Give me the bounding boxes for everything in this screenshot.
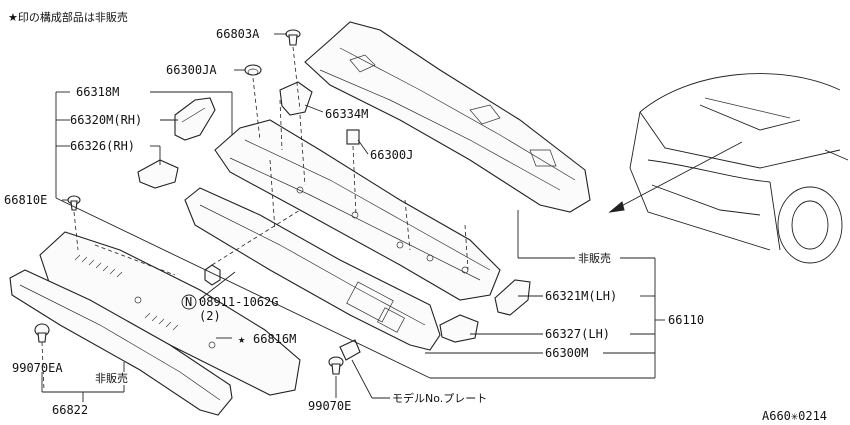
- clip-99070ea: [34, 323, 50, 343]
- bracket-334m: [279, 81, 313, 116]
- label-66816m: 66816M: [253, 332, 296, 346]
- label-66326-rh: 66326(RH): [70, 139, 135, 153]
- label-66822: 66822: [52, 403, 88, 417]
- label-66320m-rh: 66320M(RH): [70, 113, 142, 127]
- label-model-plate: モデルNo.プレート: [392, 391, 487, 405]
- label-66810e: 66810E: [4, 193, 47, 207]
- model-plate-shape: [339, 339, 361, 361]
- bracket-rh-lower: [137, 159, 179, 189]
- leader-lines: [41, 33, 665, 402]
- clip-66300j: [346, 129, 360, 145]
- cowl-seal-strip: [9, 269, 233, 416]
- bracket-lh: [494, 279, 531, 316]
- cowl-middle-panel: [214, 119, 501, 301]
- label-66300j: 66300J: [370, 148, 413, 162]
- label-not-sold-left: 非販売: [95, 372, 128, 385]
- clip-99070e: [328, 356, 344, 375]
- label-66321m-lh: 66321M(LH): [545, 289, 617, 303]
- label-99070ea: 99070EA: [12, 361, 63, 375]
- cowl-top-upper-part: [304, 21, 591, 213]
- label-66318m: 66318M: [76, 85, 119, 99]
- label-not-sold-right: 非販売: [578, 252, 611, 265]
- label-66327-lh: 66327(LH): [545, 327, 610, 341]
- cowl-lower-panel: [184, 187, 441, 351]
- figure-id: A660✳0214: [762, 409, 827, 423]
- n-symbol: N: [185, 295, 192, 309]
- label-08911-1062g: 08911-1062G: [199, 295, 278, 309]
- assembly-dashed-lines: [41, 46, 469, 391]
- header-note: ★印の構成部品は非販売: [8, 10, 128, 24]
- label-66110: 66110: [668, 313, 704, 327]
- car-front-illustration: [608, 73, 849, 264]
- bracket-rh: [174, 97, 216, 141]
- nut-08911: [204, 264, 221, 286]
- label-66300m: 66300M: [545, 346, 588, 360]
- label-66334m: 66334M: [325, 107, 368, 121]
- bracket-lh-lower: [439, 314, 479, 343]
- label-66300ja: 66300JA: [166, 63, 217, 77]
- clip-66803a: [285, 29, 301, 46]
- callout-08911: N 08911-1062G (2): [181, 294, 278, 323]
- clip-66810e: [67, 195, 81, 211]
- label-99070e: 99070E: [308, 399, 351, 413]
- clip-66300ja: [244, 64, 262, 76]
- label-66803a: 66803A: [216, 27, 260, 41]
- label-08911-qty: (2): [199, 309, 221, 323]
- star-mark: ★: [238, 332, 245, 346]
